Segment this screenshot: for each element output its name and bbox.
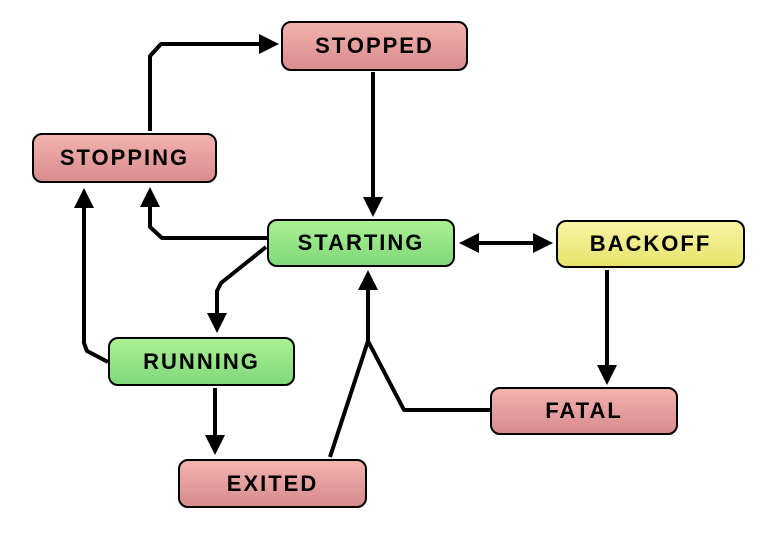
edge-starting-to-stopping xyxy=(140,187,267,240)
edge-stopping-to-stopped xyxy=(148,34,279,131)
edge-fatal-branch xyxy=(366,340,490,412)
node-exited-label: EXITED xyxy=(226,470,319,496)
node-exited: EXITED xyxy=(178,459,367,508)
node-stopping-label: STOPPING xyxy=(59,145,190,170)
node-backoff: BACKOFF xyxy=(556,220,745,268)
node-starting: STARTING xyxy=(267,219,455,267)
node-running-label: RUNNING xyxy=(143,348,260,374)
edge-exited-branch xyxy=(328,340,370,458)
edge-running-to-stopping xyxy=(74,188,109,364)
node-stopped: STOPPED xyxy=(281,21,468,71)
node-backoff-label: BACKOFF xyxy=(589,231,712,256)
node-fatal-label: FATAL xyxy=(545,398,623,423)
edge-starting-to-running xyxy=(207,245,268,333)
node-stopped-label: STOPPED xyxy=(315,33,434,58)
node-fatal: FATAL xyxy=(490,387,678,435)
node-stopping: STOPPING xyxy=(32,133,217,183)
node-running: RUNNING xyxy=(108,337,295,386)
node-starting-label: STARTING xyxy=(297,230,425,255)
